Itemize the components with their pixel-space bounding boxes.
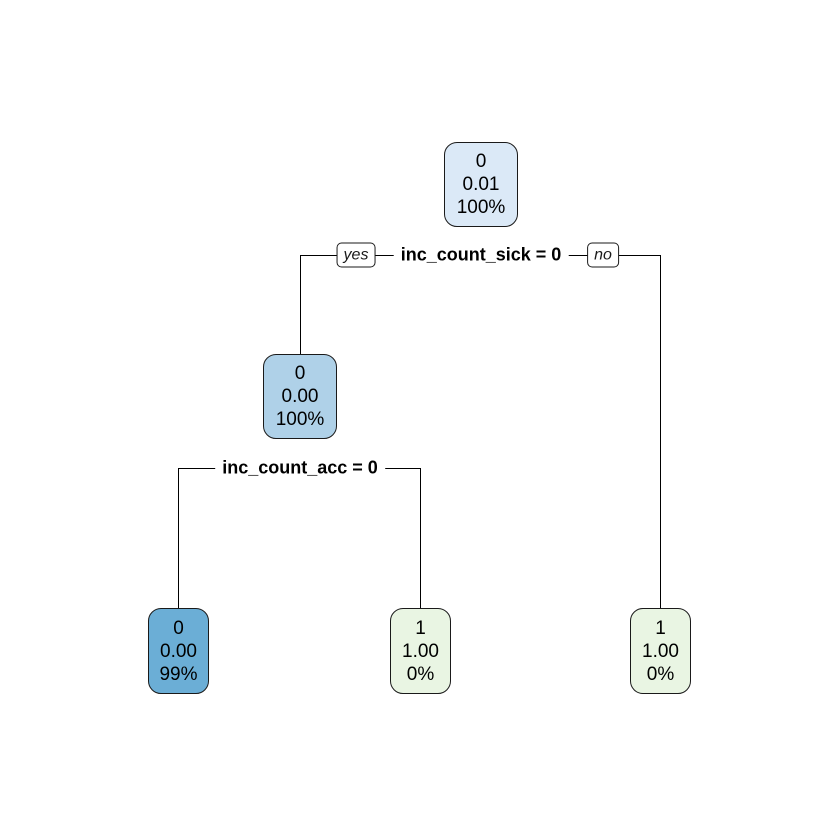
node-class-value: 1 xyxy=(415,617,426,639)
node-probability-value: 0.00 xyxy=(160,640,197,662)
node-class-value: 0 xyxy=(294,363,306,384)
node-coverage-value: 0% xyxy=(406,663,435,685)
tree-node-internal: 0 0.00 100% xyxy=(263,354,337,439)
branch-line-split1-yes-vertical xyxy=(300,255,301,355)
branch-line-split2-yes-vertical xyxy=(178,468,179,609)
yes-branch-label: yes xyxy=(336,242,376,268)
split-condition-inc-count-acc: inc_count_acc = 0 xyxy=(215,457,385,479)
node-class-value: 0 xyxy=(475,151,487,172)
split-condition-inc-count-sick: inc_count_sick = 0 xyxy=(393,244,569,266)
node-probability-value: 0.01 xyxy=(462,174,500,195)
branch-line-split1-no-vertical xyxy=(660,255,661,609)
node-coverage-value: 0% xyxy=(646,663,675,685)
node-probability-value: 0.00 xyxy=(281,386,319,407)
node-coverage-value: 100% xyxy=(275,409,325,430)
node-class-value: 1 xyxy=(655,617,666,639)
no-branch-label: no xyxy=(587,242,619,268)
tree-node-root: 0 0.01 100% xyxy=(444,142,518,227)
tree-node-leaf-2: 1 1.00 0% xyxy=(390,608,451,694)
tree-node-leaf-1: 0 0.00 99% xyxy=(148,608,209,694)
tree-node-leaf-3: 1 1.00 0% xyxy=(630,608,691,694)
node-coverage-value: 99% xyxy=(159,663,198,685)
branch-line-split2-no-vertical xyxy=(420,468,421,609)
node-probability-value: 1.00 xyxy=(642,640,679,662)
node-probability-value: 1.00 xyxy=(402,640,439,662)
node-coverage-value: 100% xyxy=(456,197,506,218)
node-class-value: 0 xyxy=(173,617,184,639)
